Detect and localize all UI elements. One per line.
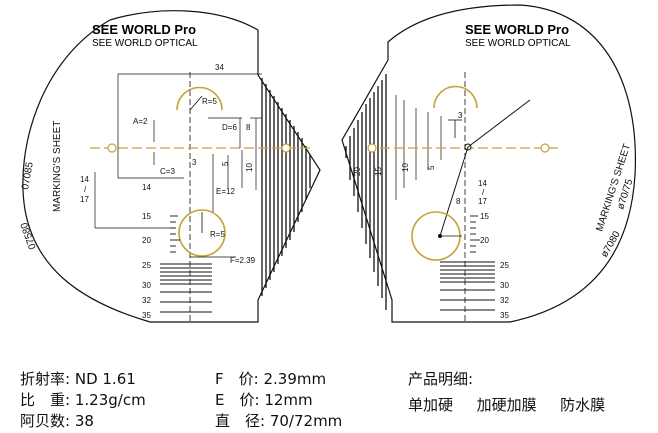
spec-refraction-label: 折射率: [20, 370, 71, 388]
spec-gravity-label: 比 重: [20, 391, 71, 409]
left-top-arc [176, 86, 223, 111]
left-dim-5: 5 [221, 161, 230, 166]
left-code-top: 07085 [20, 161, 36, 191]
spec-f-label: F 价: [215, 370, 259, 388]
right-brand-sub: SEE WORLD OPTICAL [465, 38, 571, 49]
spec-e-value: 12mm [264, 391, 313, 409]
right-hatch [345, 74, 387, 310]
right-scale-35: 35 [500, 311, 509, 320]
left-dim-d-val: 8 [246, 123, 251, 132]
right-dim-17: 17 [478, 197, 487, 206]
left-lens-outline [22, 10, 321, 323]
left-scale-25: 25 [142, 261, 151, 270]
right-top-arc [433, 85, 478, 109]
spec-abbe-value: 38 [74, 412, 94, 430]
right-lens [341, 4, 637, 323]
right-scale-ticks [440, 215, 495, 311]
left-dim-14: 14 [142, 183, 151, 192]
spec-gravity: 比 重: 1.23g/cm [20, 389, 146, 410]
right-dot-left [367, 143, 377, 153]
left-scale-20: 20 [142, 236, 151, 245]
spec-f: F 价: 2.39mm [215, 368, 326, 389]
left-dot-right [281, 143, 291, 153]
right-lens-outline [341, 4, 637, 323]
left-hatch [261, 78, 311, 296]
right-code-bottom: ø7080 [599, 229, 623, 259]
right-scale-15: 15 [480, 212, 489, 221]
spec-detail-title: 产品明细: [408, 370, 474, 388]
left-dim-10: 10 [245, 163, 254, 172]
spec-abbe-label: 阿贝数: [20, 412, 71, 430]
spec-f-value: 2.39mm [263, 370, 327, 388]
left-scale-30: 30 [142, 281, 151, 290]
left-dim-r-bottom: R=5 [210, 230, 225, 239]
left-dot-left [107, 143, 117, 153]
left-scale-15: 15 [142, 212, 151, 221]
right-dim-3: 3 [458, 111, 463, 120]
right-dim-slash: / [482, 188, 485, 197]
left-code-bottom: 07580 [19, 220, 39, 250]
left-scale-ticks [160, 215, 212, 313]
detail-item: 加硬加膜 [476, 396, 537, 414]
spec-abbe: 阿贝数: 38 [20, 410, 94, 431]
lens-marking-figure: SEE WORLD Pro SEE WORLD OPTICAL MARKING'… [19, 4, 637, 323]
right-vert-20: 20 [353, 167, 362, 176]
right-dim-8: 8 [456, 197, 461, 206]
left-dim-c: C=3 [160, 167, 175, 176]
spec-detail-items: 单加硬 加硬加膜 防水膜 [408, 394, 605, 415]
right-scale-32: 32 [500, 296, 509, 305]
left-dim-14-17-a: 14 [80, 175, 89, 184]
spec-refraction: 折射率: ND 1.61 [20, 368, 136, 389]
detail-item: 单加硬 [408, 396, 454, 414]
spec-gravity-value: 1.23g/cm [74, 391, 146, 409]
left-side-label: MARKING'S SHEET [52, 121, 63, 212]
spec-diameter-label: 直 径: [215, 412, 266, 430]
right-vert-10: 10 [401, 163, 410, 172]
spec-refraction-value: ND 1.61 [74, 370, 136, 388]
right-scale-20: 20 [480, 236, 489, 245]
left-bottom-circle [178, 209, 226, 257]
left-dim-r-top: R=5 [202, 97, 217, 106]
spec-diameter: 直 径: 70/72mm [215, 410, 342, 431]
detail-item: 防水膜 [560, 396, 606, 414]
right-vert-5: 5 [427, 165, 436, 170]
left-dim-a: A=2 [133, 117, 148, 126]
spec-diameter-value: 70/72mm [269, 412, 343, 430]
left-brand: SEE WORLD Pro [92, 22, 196, 37]
right-scale-30: 30 [500, 281, 509, 290]
left-dim-total: 34 [215, 63, 224, 72]
left-dim-14-17-b: 17 [80, 195, 89, 204]
left-dim-3: 3 [192, 158, 197, 167]
left-brand-sub: SEE WORLD OPTICAL [92, 38, 198, 49]
right-scale-25: 25 [500, 261, 509, 270]
left-scale-35: 35 [142, 311, 151, 320]
right-dim-14: 14 [478, 179, 487, 188]
spec-e-label: E 价: [215, 391, 260, 409]
left-dim-d: D=6 [222, 123, 237, 132]
left-dim-e: E=12 [216, 187, 235, 196]
right-brand: SEE WORLD Pro [465, 22, 569, 37]
left-scale-32: 32 [142, 296, 151, 305]
left-dim-slash: / [84, 185, 87, 194]
left-lens [22, 10, 321, 323]
left-dim-f: F=2.39 [230, 256, 256, 265]
right-dot-right [540, 143, 550, 153]
right-vert-15: 15 [374, 167, 383, 176]
spec-e: E 价: 12mm [215, 389, 313, 410]
